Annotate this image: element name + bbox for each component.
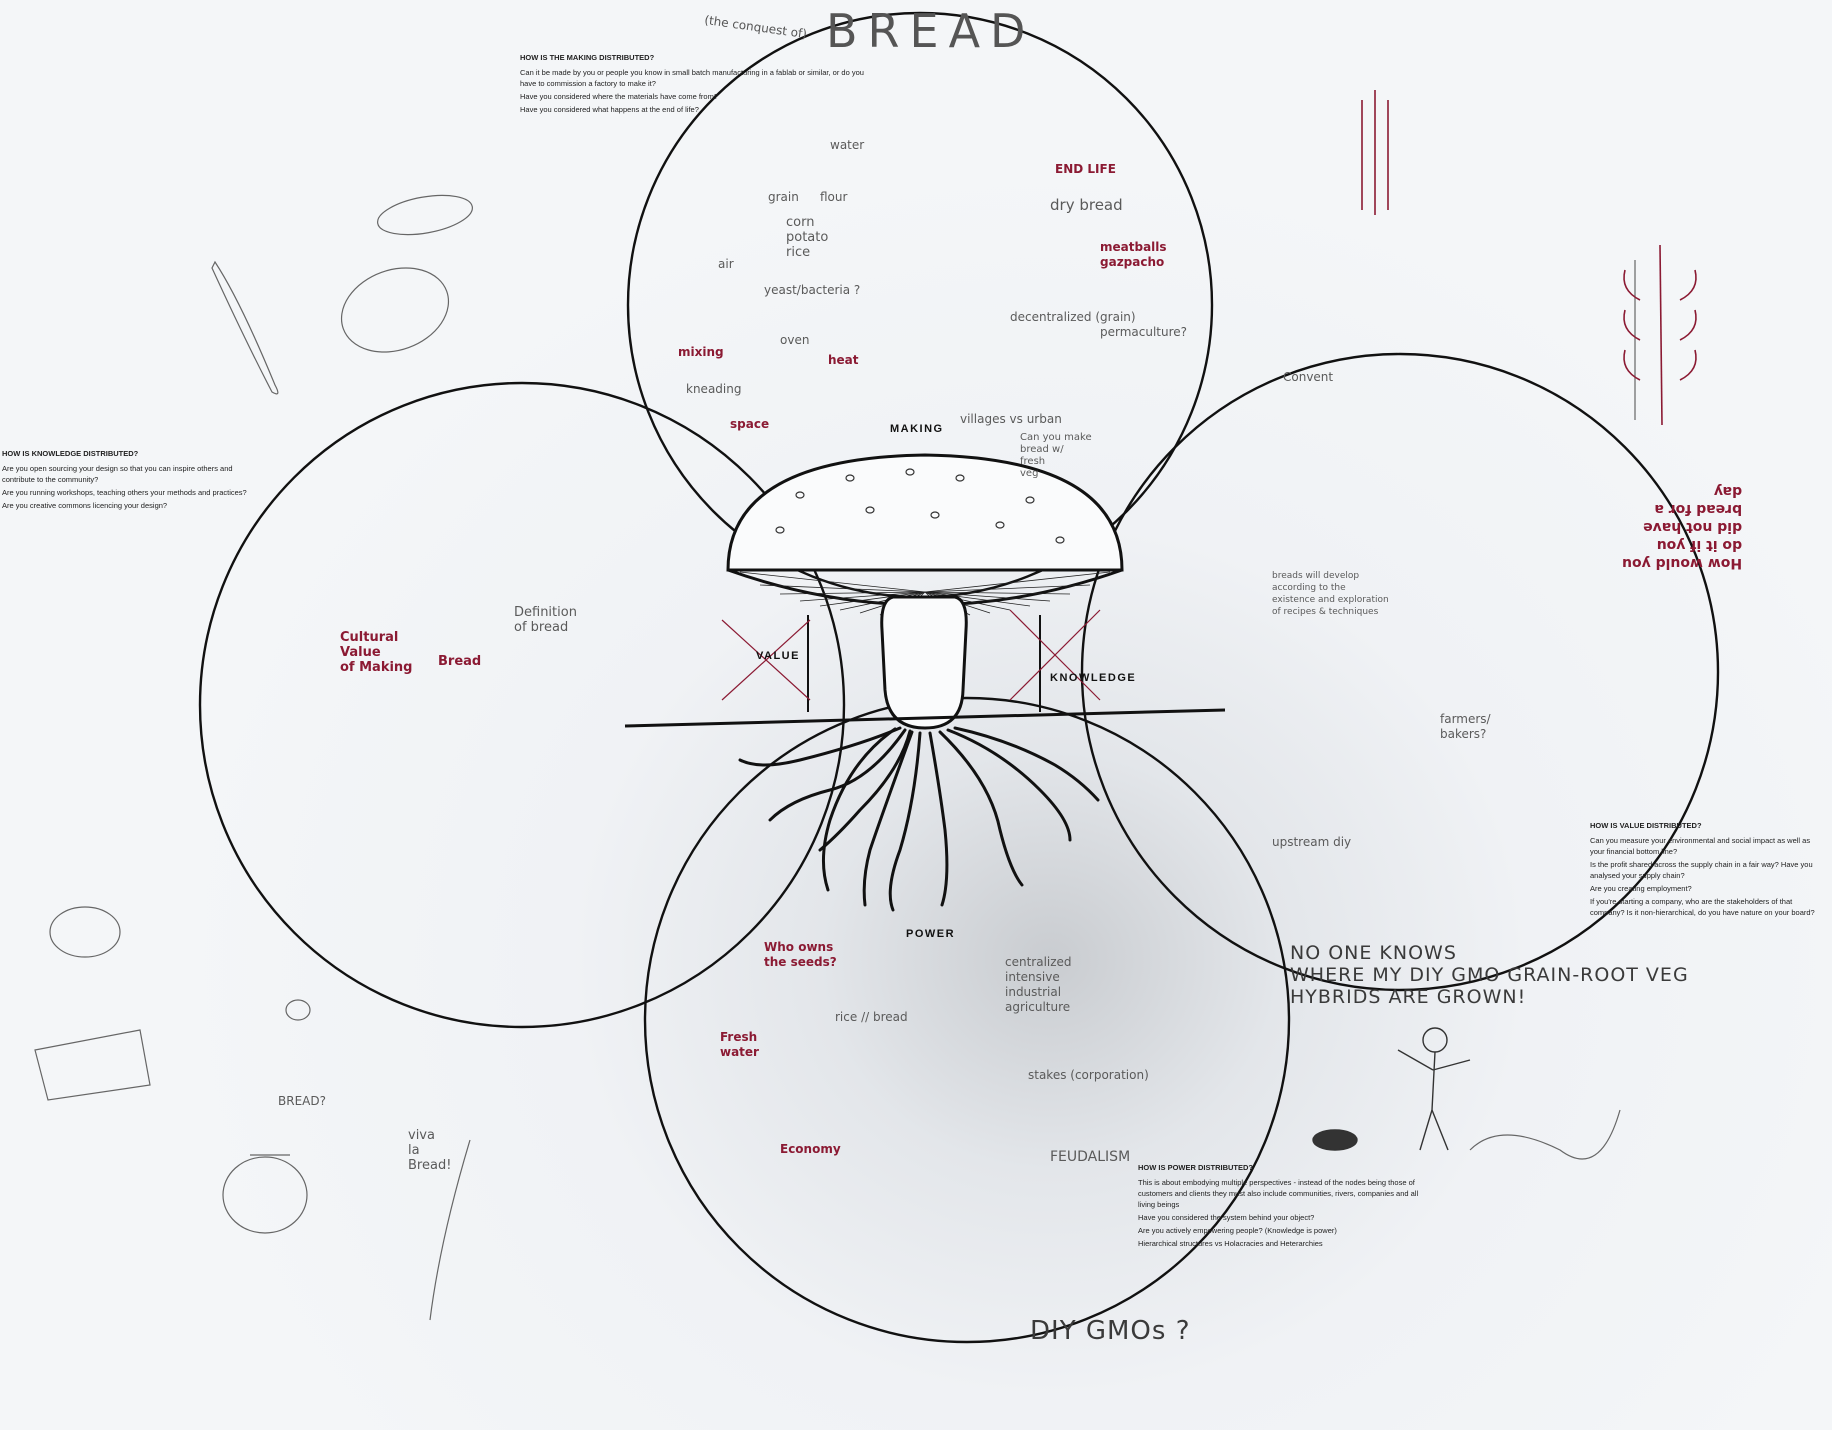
sketch-wheat-icon — [1361, 90, 1697, 426]
questions-knowledge-heading: HOW IS KNOWLEDGE DISTRIBUTED? — [2, 449, 139, 458]
label-making: MAKING — [890, 423, 944, 435]
note-diy-gmos: DIY GMOs ? — [1030, 1316, 1191, 1346]
note-bread-speech: BREAD? — [278, 1094, 326, 1108]
note-how-would: How would you do it if you did not have … — [1622, 483, 1743, 571]
questions-making-heading: HOW IS THE MAKING DISTRIBUTED? — [520, 53, 655, 62]
questions-knowledge-line: Are you open sourcing your design so tha… — [2, 464, 233, 484]
questions-value-heading: HOW IS VALUE DISTRIBUTED? — [1590, 821, 1702, 830]
label-knowledge: KNOWLEDGE — [1050, 672, 1137, 684]
label-power: POWER — [906, 928, 956, 940]
note-breads-develop: breads will develop according to the exi… — [1272, 571, 1389, 617]
questions-making-line: Have you considered what happens at the … — [520, 105, 699, 114]
note-bread: Bread — [438, 654, 482, 669]
questions-value-line: Can you measure your environmental and s… — [1590, 836, 1811, 856]
circle-value — [198, 381, 846, 1029]
note-feudalism: FEUDALISM — [1050, 1149, 1131, 1165]
mushroom-icon — [624, 453, 1226, 912]
note-yeast: yeast/bacteria ? — [764, 283, 861, 297]
questions-power-line: This is about embodying multiple perspec… — [1138, 1178, 1419, 1209]
note-rice-bread: rice // bread — [835, 1010, 908, 1024]
note-who-owns-seeds: Who owns the seeds? — [764, 940, 837, 969]
questions-power-heading: HOW IS POWER DISTRIBUTED? — [1138, 1163, 1253, 1172]
circle-knowledge — [1080, 352, 1720, 992]
note-upstream-diy: upstream diy — [1272, 835, 1352, 849]
note-grain: grain — [768, 190, 799, 204]
questions-making-line: Have you considered where the materials … — [520, 92, 719, 101]
note-villages: villages vs urban — [960, 412, 1062, 426]
note-kneading: kneading — [686, 382, 742, 396]
questions-making-line: Can it be made by you or people you know… — [520, 68, 864, 88]
questions-power-line: Hierarchical structures vs Holacracies a… — [1138, 1239, 1323, 1248]
note-cultural-value: Cultural Value of Making — [340, 630, 413, 675]
questions-power: HOW IS POWER DISTRIBUTED? This is about … — [1138, 1162, 1423, 1251]
note-end-life: END LIFE — [1055, 162, 1116, 176]
questions-value-line: If you're starting a company, who are th… — [1590, 897, 1815, 917]
note-stakes: stakes (corporation) — [1028, 1068, 1149, 1082]
questions-knowledge: HOW IS KNOWLEDGE DISTRIBUTED? Are you op… — [2, 448, 252, 513]
questions-making: HOW IS THE MAKING DISTRIBUTED? Can it be… — [520, 52, 870, 117]
note-viva: viva la Bread! — [408, 1128, 452, 1173]
note-meatballs: meatballs gazpacho — [1100, 240, 1167, 269]
questions-power-line: Are you actively empowering people? (Kno… — [1138, 1226, 1337, 1235]
note-can-you-make: Can you make bread w/ fresh veg — [1020, 432, 1092, 479]
note-space: space — [730, 417, 770, 431]
note-oven: oven — [780, 333, 810, 347]
sketch-loaf-icon — [34, 194, 1636, 1321]
note-air: air — [718, 257, 734, 271]
note-farmers-bakers: farmers/ bakers? — [1440, 712, 1491, 741]
circle-power — [643, 696, 1291, 1344]
note-permaculture: permaculture? — [1100, 325, 1188, 339]
note-centralized: centralized intensive industrial agricul… — [1005, 955, 1072, 1014]
questions-knowledge-line: Are you running workshops, teaching othe… — [2, 488, 247, 497]
poster-title: BREAD — [826, 4, 1036, 58]
note-water: water — [830, 138, 865, 152]
note-decentralized: decentralized (grain) — [1010, 310, 1136, 324]
note-economy: Economy — [780, 1142, 841, 1156]
note-convent: Convent — [1283, 370, 1334, 384]
questions-value-line: Are you creating employment? — [1590, 884, 1692, 893]
note-heat: heat — [828, 353, 859, 367]
note-corn: corn potato rice — [786, 215, 829, 260]
note-definition: Definition of bread — [514, 605, 577, 635]
questions-value-line: Is the profit shared across the supply c… — [1590, 860, 1813, 880]
sketch-diver-icon — [1312, 1027, 1471, 1151]
note-mixing: mixing — [678, 345, 724, 359]
questions-power-line: Have you considered the system behind yo… — [1138, 1213, 1315, 1222]
questions-value: HOW IS VALUE DISTRIBUTED? Can you measur… — [1590, 820, 1825, 920]
note-flour: flour — [820, 190, 848, 204]
label-value: VALUE — [756, 650, 800, 662]
note-fresh-water: Fresh water — [720, 1030, 759, 1059]
note-no-one-knows: NO ONE KNOWS WHERE MY DIY GMO GRAIN-ROOT… — [1290, 942, 1689, 1008]
note-dry-bread: dry bread — [1050, 196, 1123, 214]
questions-knowledge-line: Are you creative commons licencing your … — [2, 501, 168, 510]
